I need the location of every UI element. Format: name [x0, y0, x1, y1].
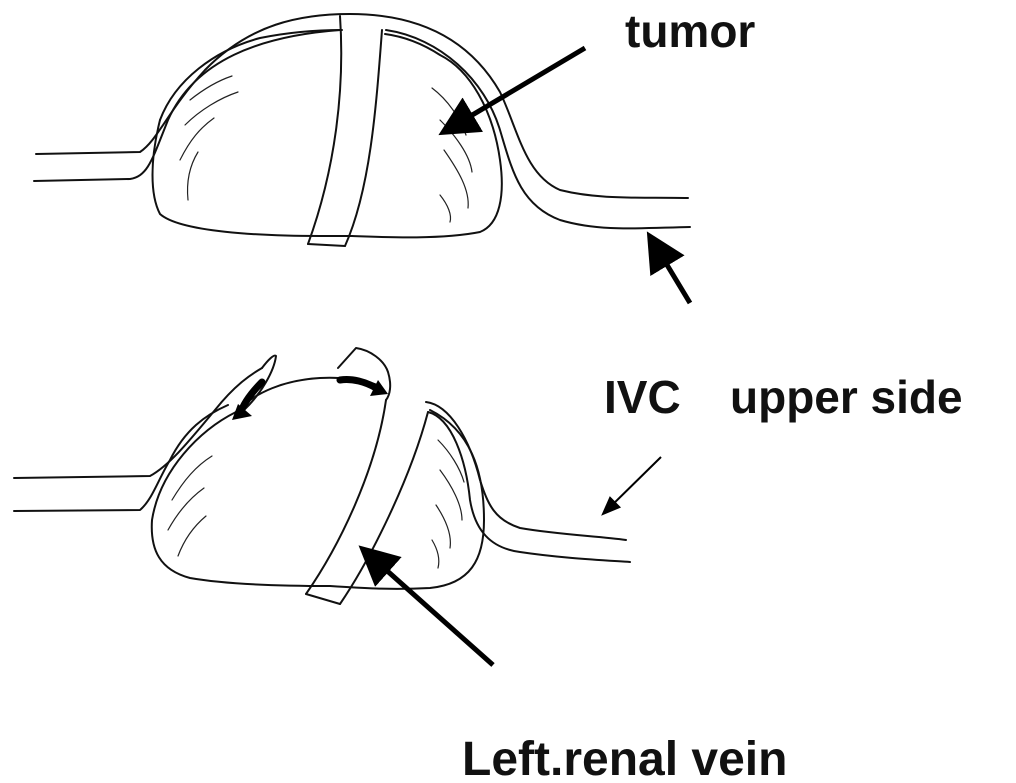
renal-vein-bottom-left	[306, 400, 386, 594]
ivc-label: IVC	[604, 371, 681, 423]
ivc-wall-inner-top	[34, 30, 340, 181]
renal-vein-pointer-arrow	[366, 552, 493, 665]
tumor-hatching-bottom	[168, 440, 464, 568]
tumor-hatching-top	[180, 76, 472, 222]
ivc-wall-outer-bottom-right	[426, 402, 626, 540]
tumor-mass-bottom	[152, 410, 484, 589]
renal-vein-bottom-end	[306, 594, 340, 604]
left-renal-vein-label: Left.renal vein	[462, 733, 787, 783]
upper-illustration	[34, 14, 690, 246]
renal-vein-top-left	[308, 16, 341, 244]
ivc-bottom-pointer-arrow	[604, 457, 661, 513]
ivc-top-pointer-arrow	[652, 240, 690, 303]
flap-arrow-right	[340, 379, 376, 388]
lower-illustration	[14, 348, 630, 604]
ivc-wall-outer-top	[36, 14, 688, 198]
tumor-label: tumor	[625, 5, 755, 57]
renal-vein-top-right	[345, 30, 382, 246]
tumor-mass-top-left	[160, 30, 342, 120]
renal-vein-top-end	[308, 244, 345, 246]
ivc-wall-outer-bottom	[14, 368, 262, 478]
upper-side-label: upper side	[730, 371, 963, 423]
ivc-wall-inner-bottom-right	[428, 412, 630, 562]
tumor-pointer-arrow	[447, 48, 585, 130]
